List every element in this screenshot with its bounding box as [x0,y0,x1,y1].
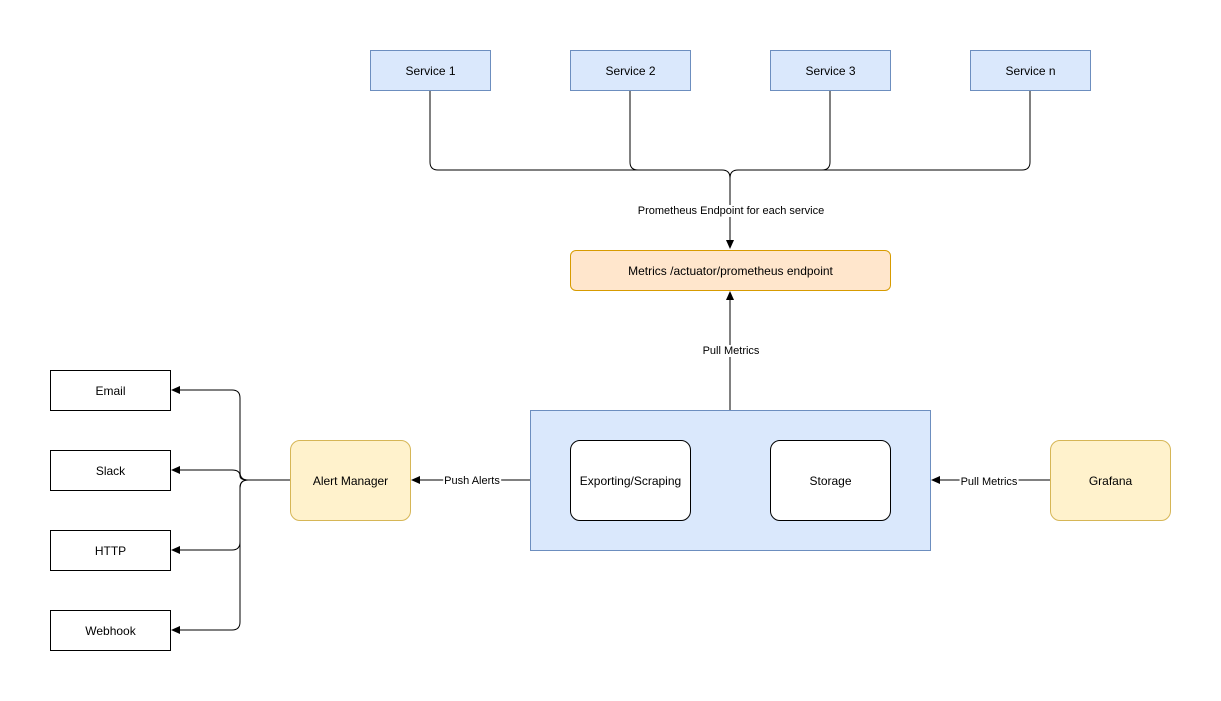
pull-metrics-top-label: Pull Metrics [701,345,761,357]
email-label: Email [95,383,126,398]
service-1-connector [429,90,722,171]
grafana-label: Grafana [1088,473,1133,488]
alert-to-http [171,479,290,554]
webhook-label: Webhook [85,623,136,638]
service-1-box: Service 1 [370,50,491,91]
slack-box: Slack [50,450,171,491]
alert-manager-box: Alert Manager [290,440,411,521]
storage-box: Storage [770,440,891,521]
exporting-scraping-box: Exporting/Scraping [570,440,691,521]
service-3-box: Service 3 [770,50,891,91]
pull-metrics-right-label: Pull Metrics [959,476,1019,488]
service-2-connector [629,90,639,171]
alert-manager-label: Alert Manager [312,473,389,488]
brace-join [721,169,739,179]
email-box: Email [50,370,171,411]
service-1-label: Service 1 [405,63,456,78]
push-alerts-label: Push Alerts [443,475,501,487]
metrics-endpoint-label: Metrics /actuator/prometheus endpoint [628,263,833,278]
service-n-box: Service n [970,50,1091,91]
http-label: HTTP [94,543,127,558]
storage-label: Storage [809,473,852,488]
exporting-scraping-label: Exporting/Scraping [579,473,682,488]
service-2-label: Service 2 [605,63,656,78]
alert-to-slack [171,466,290,481]
grafana-box: Grafana [1050,440,1171,521]
service-3-label: Service 3 [805,63,856,78]
alert-to-email [171,386,290,481]
slack-label: Slack [95,463,126,478]
service-n-label: Service n [1005,63,1056,78]
alert-to-webhook [171,479,290,634]
service-n-connector [738,90,1031,171]
prometheus-endpoint-label: Prometheus Endpoint for each service [636,205,826,217]
service-2-box: Service 2 [570,50,691,91]
webhook-box: Webhook [50,610,171,651]
service-3-connector [821,90,831,171]
metrics-endpoint-box: Metrics /actuator/prometheus endpoint [570,250,891,291]
http-box: HTTP [50,530,171,571]
